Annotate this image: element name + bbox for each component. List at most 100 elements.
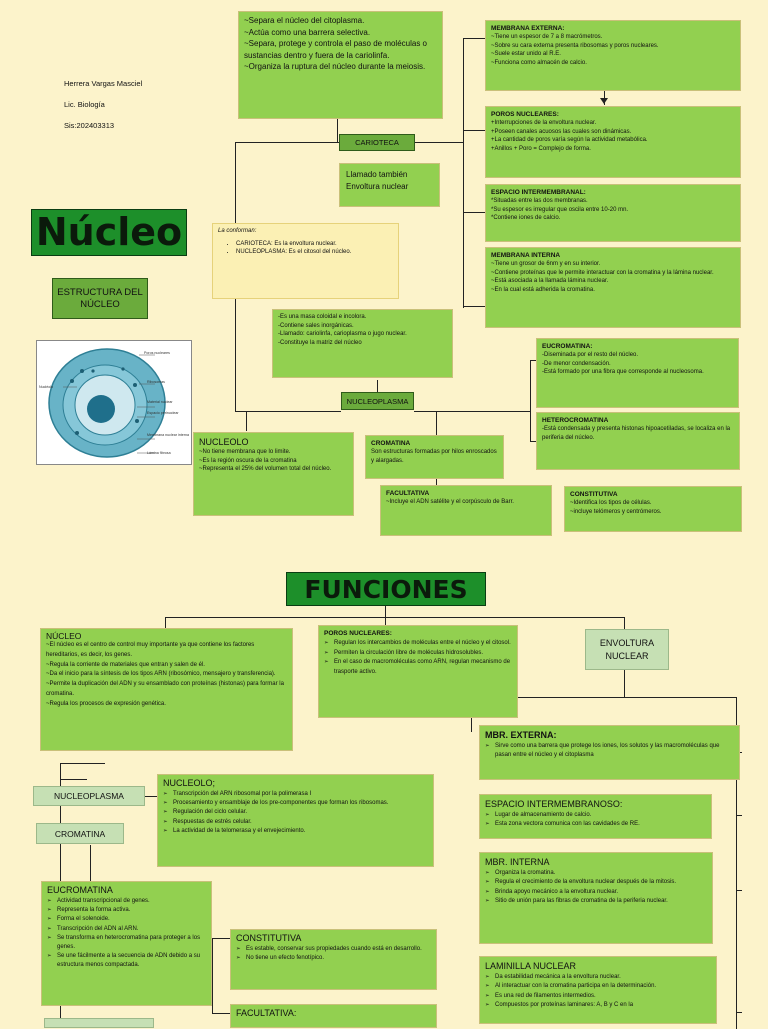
f-poros-item: Regulan los intercambios de moléculas en… (324, 639, 512, 649)
espacio-text: *Situadas entre las dos membranas. *Su e… (491, 198, 629, 221)
conforman-title: La conforman: (218, 228, 257, 234)
nucleolo-box: NUCLEOLO ~No tiene membrana que lo limit… (193, 432, 354, 516)
f-eucromatina-title: EUCROMATINA (47, 885, 113, 895)
f-mbr-int-item: Organiza la cromatina. (485, 869, 707, 879)
cell-label: Membrana nuclear interna (147, 433, 189, 437)
carioteca-desc: ~Separa el núcleo del citoplasma. ~Actúa… (238, 11, 443, 119)
f-nucleo-title: NÚCLEO (46, 631, 82, 641)
f-espacio-title: ESPACIO INTERMEMBRANOSO: (485, 799, 623, 809)
heterocromatina-text: -Está condensada y presenta histonas hip… (542, 426, 731, 441)
f-mbr-ext-item: Sirve como una barrera que protege los i… (485, 742, 734, 761)
f-mbr-int-item: Regula el crecimiento de la envoltura nu… (485, 878, 707, 888)
f-mbr-int-title: MBR. INTERNA (485, 857, 550, 867)
arrow-down-icon (600, 98, 608, 104)
eucromatina-title: EUCROMATINA: (542, 343, 593, 350)
eucromatina-box: EUCROMATINA: -Diseminada por el resto de… (536, 338, 739, 408)
f-eucromatina-item: Actividad transcripcional de genes. (47, 897, 206, 906)
f-laminilla-box: LAMINILLA NUCLEAR Da estabilidad mecánic… (479, 956, 717, 1024)
f-nucleolo-item: Respuestas de estrés celular. (163, 818, 428, 827)
f-poros-title: POROS NUCLEARES: (324, 630, 392, 637)
f-laminilla-item: Al interactuar con la cromatina particip… (485, 982, 711, 992)
f-espacio-box: ESPACIO INTERMEMBRANOSO: Lugar de almace… (479, 794, 712, 839)
poros-title: POROS NUCLEARES: (491, 111, 559, 118)
f-nucleolo-box: NUCLEOLO; Transcripción del ARN ribosoma… (157, 774, 434, 867)
espacio-title: ESPACIO INTERMEMBRANAL: (491, 189, 586, 196)
cell-label: Lámina fibrosa (147, 451, 171, 455)
cell-label: Poros nucleares (144, 351, 170, 355)
membrana-externa-title: MEMBRANA EXTERNA: (491, 25, 565, 32)
f-eucromatina-box: EUCROMATINA Actividad transcripcional de… (41, 881, 212, 1006)
f-eucromatina-item: Transcripción del ADN al ARN. (47, 925, 206, 934)
f-mbr-ext-box: MBR. EXTERNA: Sirve como una barrera que… (479, 725, 740, 780)
f-eucromatina-item: Forma el solenoide. (47, 915, 206, 924)
cromatina-title: CROMATINA (371, 440, 411, 447)
f-nucleolo-item: Regulación del ciclo celular. (163, 808, 428, 817)
f-espacio-item: Esta zona vectora comunica con las cavid… (485, 820, 706, 830)
facultativa-box: FACULTATIVA ~Incluye el ADN satélite y e… (380, 485, 552, 536)
cell-label: Material nuclear (147, 400, 173, 404)
f-espacio-item: Lugar de almacenamiento de calcio. (485, 811, 706, 821)
conforman-item: CARIOTECA: Es la envoltura nuclear. (236, 240, 393, 249)
poros-text: +Interrupciones de la envoltura nuclear.… (491, 120, 648, 152)
cell-label: Espacio perinuclear (147, 411, 179, 415)
f-eucromatina-item: Se une fácilmente a la secuencia de ADN … (47, 952, 206, 970)
f-poros-box: POROS NUCLEARES: Regulan los intercambio… (318, 625, 518, 718)
f-envoltura-label: ENVOLTURA NUCLEAR (585, 629, 669, 670)
f-constitutiva-item: No tiene un efecto fenotípico. (236, 954, 431, 964)
cell-label: Ribosomas (147, 380, 165, 384)
author-degree: Lic. Biología (64, 100, 105, 109)
conforman-item: NUCLEOPLASMA: Es el citosol del núcleo. (236, 248, 393, 257)
f-nucleolo-item: La actividad de la telomerasa y el envej… (163, 827, 428, 836)
heterocromatina-title: HETEROCROMATINA (542, 417, 609, 424)
cell-image: Poros nucleares Ribosomas Material nucle… (36, 340, 192, 465)
f-nucleolo-title: NUCLEOLO; (163, 778, 216, 788)
f-laminilla-item: Da estabilidad mecánica a la envoltura n… (485, 973, 711, 983)
f-constitutiva-box: CONSTITUTIVA Es estable, conservar sus p… (230, 929, 437, 990)
heterocromatina-box: HETEROCROMATINA -Está condensada y prese… (536, 412, 740, 470)
f-laminilla-item: Es una red de filamentos intermedios. (485, 992, 711, 1002)
constitutiva-title: CONSTITUTIVA (570, 491, 618, 498)
author-name: Herrera Vargas Masciel (64, 79, 143, 88)
f-facultativa-title: FACULTATIVA: (236, 1008, 297, 1018)
f-cromatina-label: CROMATINA (36, 823, 124, 844)
constitutiva-text: ~Identifica los tipos de células. ~inclu… (570, 500, 662, 515)
facultativa-text: ~Incluye el ADN satélite y el corpúsculo… (386, 499, 514, 505)
cromatina-box: CROMATINA Son estructuras formadas por h… (365, 435, 504, 479)
f-laminilla-item: Compuestos por proteínas laminares: A, B… (485, 1001, 711, 1011)
nucleoplasma-label: NUCLEOPLASMA (341, 392, 414, 410)
estructura-label: ESTRUCTURA DEL NÚCLEO (52, 278, 148, 319)
f-poros-item: Permiten la circulación libre de molécul… (324, 649, 512, 659)
carioteca-label: CARIOTECA (339, 134, 415, 151)
funciones-title: FUNCIONES (286, 572, 486, 606)
f-mbr-int-box: MBR. INTERNA Organiza la cromatina. Regu… (479, 852, 713, 944)
nucleolo-title: NUCLEOLO (199, 437, 249, 447)
f-laminilla-title: LAMINILLA NUCLEAR (485, 961, 577, 971)
f-nucleolo-item: Transcripción del ARN ribosomal por la p… (163, 790, 428, 799)
membrana-interna-text: ~Tiene un grosor de 6nm y en su interior… (491, 261, 714, 293)
f-poros-item: En el caso de macromoléculas como ARN, r… (324, 658, 512, 677)
f-nucleo-box: NÚCLEO ~El núcleo es el centro de contro… (40, 628, 293, 751)
nucleolo-text: ~No tiene membrana que lo limite. ~Es la… (199, 449, 332, 472)
constitutiva-box: CONSTITUTIVA ~Identifica los tipos de cé… (564, 486, 742, 532)
membrana-interna-box: MEMBRANA INTERNA ~Tiene un grosor de 6nm… (485, 247, 741, 328)
page-title: Núcleo (31, 209, 187, 256)
f-mbr-ext-title: MBR. EXTERNA: (485, 730, 557, 740)
f-constitutiva-item: Es estable, conservar sus propiedades cu… (236, 945, 431, 955)
f-eucromatina-item: Se transforma en heterocromatina para pr… (47, 934, 206, 952)
f-nucleolo-item: Procesamiento y ensamblaje de los pre-co… (163, 799, 428, 808)
f-mbr-int-item: Brinda apoyo mecánico a la envoltura nuc… (485, 888, 707, 898)
eucromatina-text: -Diseminada por el resto del núcleo. -De… (542, 352, 704, 375)
carioteca-alias: Llamado también Envoltura nuclear (339, 163, 440, 207)
f-heterocromatina-stub (44, 1018, 154, 1028)
membrana-interna-title: MEMBRANA INTERNA (491, 252, 561, 259)
cell-label: Nucléolo (39, 385, 53, 389)
nucleoplasma-desc: -Es una masa coloidal e incolora. -Conti… (272, 309, 453, 378)
f-mbr-int-item: Sitio de unión para las fibras de cromat… (485, 897, 707, 907)
f-constitutiva-title: CONSTITUTIVA (236, 933, 302, 943)
membrana-externa-box: MEMBRANA EXTERNA: ~Tiene un espesor de 7… (485, 20, 741, 91)
espacio-box: ESPACIO INTERMEMBRANAL: *Situadas entre … (485, 184, 741, 242)
poros-box: POROS NUCLEARES: +Interrupciones de la e… (485, 106, 741, 178)
facultativa-title: FACULTATIVA (386, 490, 430, 497)
cromatina-text: Son estructuras formadas por hilos enros… (371, 449, 497, 464)
conforman-box: La conforman: CARIOTECA: Es la envoltura… (212, 223, 399, 299)
